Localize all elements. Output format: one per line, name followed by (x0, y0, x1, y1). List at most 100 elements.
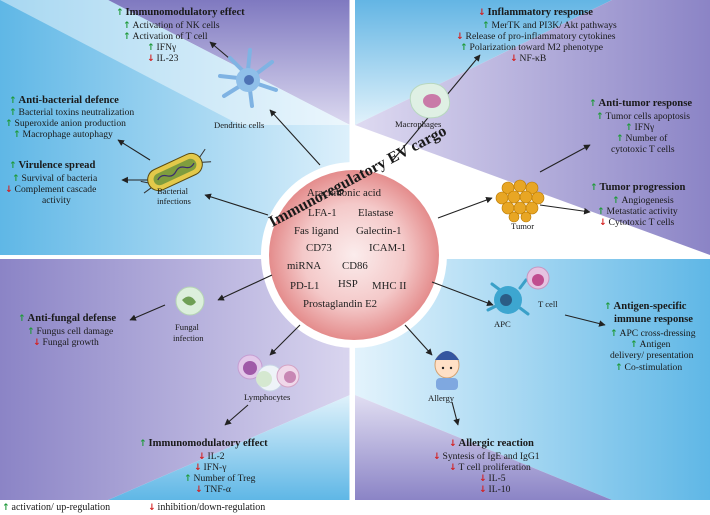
allergy-item-4: IL-10 (479, 484, 511, 496)
macrophage-heading-text: Inflammatory response (487, 7, 593, 18)
cargo-mirna: miRNA (287, 260, 322, 272)
allergy-heading: Allergic reaction (449, 438, 534, 450)
macrophage-item-2: Release of pro-inflammatory cytokines (456, 31, 616, 43)
dendritic-item-ifng-text: IFNγ (156, 42, 177, 53)
macrophage-item-3-text: Polarization toward M2 phenotype (469, 42, 604, 53)
antitumor-item-3: Number of (616, 133, 668, 145)
tumor-label: Tumor (511, 221, 535, 231)
cargo-icam1: ICAM-1 (369, 242, 407, 254)
cargo-cd73: CD73 (306, 242, 332, 254)
lymphocytes-heading-text: Immunomodulatory effect (148, 438, 268, 449)
antitumor-heading-text: Anti-tumor response (598, 98, 693, 109)
antifungal-item-2-text: Fungal growth (42, 337, 99, 348)
antitumor-heading: Anti-tumor response (589, 98, 692, 110)
dendritic-item-nk-text: Activation of NK cells (132, 20, 220, 31)
virulence-item-1: Survival of bacteria (12, 173, 98, 185)
apc-label: APC (494, 319, 511, 329)
cargo-pdl1: PD-L1 (290, 280, 320, 292)
lymphocytes-item-treg: Number of Treg (184, 473, 256, 485)
macrophage-item-1-text: MerTK and PI3K/ Akt pathways (491, 20, 617, 31)
cargo-galectin1: Galectin-1 (356, 225, 402, 237)
tcell-label: T cell (538, 299, 558, 309)
lymphocytes-item-tnfa: TNF-α (195, 484, 231, 496)
antitumor-item-2: IFNγ (625, 122, 655, 134)
lymphocytes-item-il2-text: IL-2 (207, 451, 225, 462)
allergy-item-3-text: IL-5 (488, 473, 506, 484)
macrophage-item-2-text: Release of pro-inflammatory cytokines (465, 31, 616, 42)
antibacterial-item-2: Superoxide anion production (5, 118, 126, 130)
dendritic-cells-label: Dendritic cells (214, 120, 265, 130)
tumor-progression-heading: Tumor progression (590, 182, 686, 194)
tumor-progression-item-3-text: Cytotoxic T cells (608, 217, 675, 228)
antibacterial-heading: Anti-bacterial defence (9, 95, 119, 107)
antigen-heading-2: immune response (614, 314, 693, 325)
tumor-progression-item-1: Angiogenesis (612, 195, 674, 207)
allergy-heading-text: Allergic reaction (458, 438, 534, 449)
tumor-progression-item-2: Metastatic activity (597, 206, 678, 218)
antibacterial-item-1: Bacterial toxins neutralization (9, 107, 135, 119)
macrophage-item-3: Polarization toward M2 phenotype (460, 42, 603, 54)
antigen-heading-1: Antigen-specific (604, 301, 687, 313)
virulence-item-2-text: Complement cascade (14, 184, 97, 195)
antitumor-item-3-tail: cytotoxic T cells (611, 144, 675, 155)
allergy-item-1: Syntesis of IgE and IgG1 (433, 451, 540, 463)
macrophages-label: Macrophages (395, 119, 442, 129)
tumor-progression-item-1-text: Angiogenesis (621, 195, 674, 206)
antigen-item-1: APC cross-dressing (610, 328, 696, 340)
antibacterial-item-2-text: Superoxide anion production (14, 118, 126, 129)
cargo-mhc2: MHC II (372, 280, 407, 292)
lymphocytes-label: Lymphocytes (244, 392, 291, 402)
antifungal-heading-text: Anti-fungal defense (27, 313, 117, 324)
macrophage-item-4: NF-κB (510, 53, 547, 65)
lymphocytes-item-ifng-text: IFN-γ (203, 462, 227, 473)
dendritic-item-tcell-text: Activation of T cell (132, 31, 208, 42)
allergy-item-2: T cell proliferation (449, 462, 531, 474)
antifungal-item-1-text: Fungus cell damage (36, 326, 114, 337)
antigen-item-3-text: Co-stimulation (624, 362, 683, 373)
legend-up: activation/ up-regulation (2, 502, 111, 514)
antifungal-item-1: Fungus cell damage (27, 326, 114, 338)
lymphocytes-item-ifng: IFN-γ (194, 462, 227, 474)
lymphocytes-icon (237, 354, 300, 392)
antigen-heading-1-text: Antigen-specific (613, 301, 687, 312)
virulence-item-2: Complement cascade (5, 184, 97, 196)
antifungal-heading: Anti-fungal defense (18, 313, 117, 325)
lymphocytes-item-treg-text: Number of Treg (193, 473, 256, 484)
dendritic-heading: Immunomodulatory effect (116, 7, 245, 19)
tumor-progression-item-3: Cytotoxic T cells (599, 217, 675, 229)
lymphocytes-heading: Immunomodulatory effect (139, 438, 268, 450)
macrophage-heading: Inflammatory response (478, 7, 593, 19)
dendritic-item-il23: IL-23 (147, 53, 179, 65)
dendritic-item-nk: Activation of NK cells (123, 20, 220, 32)
dendritic-heading-text: Immunomodulatory effect (125, 7, 245, 18)
antigen-item-2: Antigen (630, 339, 671, 351)
dendritic-item-tcell: Activation of T cell (123, 31, 208, 43)
tumor-progression-heading-text: Tumor progression (599, 182, 686, 193)
panel-bottom-right (355, 255, 710, 500)
antifungal-item-2: Fungal growth (33, 337, 99, 349)
bacterial-infections-label-1: Bacterial (157, 186, 189, 196)
cargo-lfa1: LFA-1 (308, 207, 337, 219)
cargo-prostaglandin-e2: Prostaglandin E2 (303, 298, 378, 310)
macrophage-icon (409, 82, 451, 119)
cargo-arachidonic-acid: Arachidonic acid (307, 187, 382, 199)
virulence-item-2-tail: activity (42, 195, 71, 206)
lymphocytes-item-il2: IL-2 (198, 451, 225, 463)
antibacterial-item-3: Macrophage autophagy (13, 129, 113, 141)
legend-up-text: activation/ up-regulation (11, 502, 111, 513)
allergy-label: Allergy (428, 393, 455, 403)
antitumor-item-1: Tumor cells apoptosis (596, 111, 690, 123)
allergy-child-icon (434, 351, 460, 390)
fungal-infection-label-2: infection (173, 333, 204, 343)
allergy-item-4-text: IL-10 (488, 484, 511, 495)
antitumor-item-1-text: Tumor cells apoptosis (605, 111, 690, 122)
allergy-item-2-text: T cell proliferation (458, 462, 531, 473)
cargo-cd86: CD86 (342, 260, 368, 272)
cargo-fas-ligand: Fas ligand (294, 225, 339, 237)
virulence-heading-text: Virulence spread (18, 160, 96, 171)
antitumor-item-3-text: Number of (625, 133, 668, 144)
cargo-hsp: HSP (338, 278, 358, 290)
allergy-item-3: IL-5 (479, 473, 506, 485)
cargo-elastase: Elastase (358, 207, 394, 219)
